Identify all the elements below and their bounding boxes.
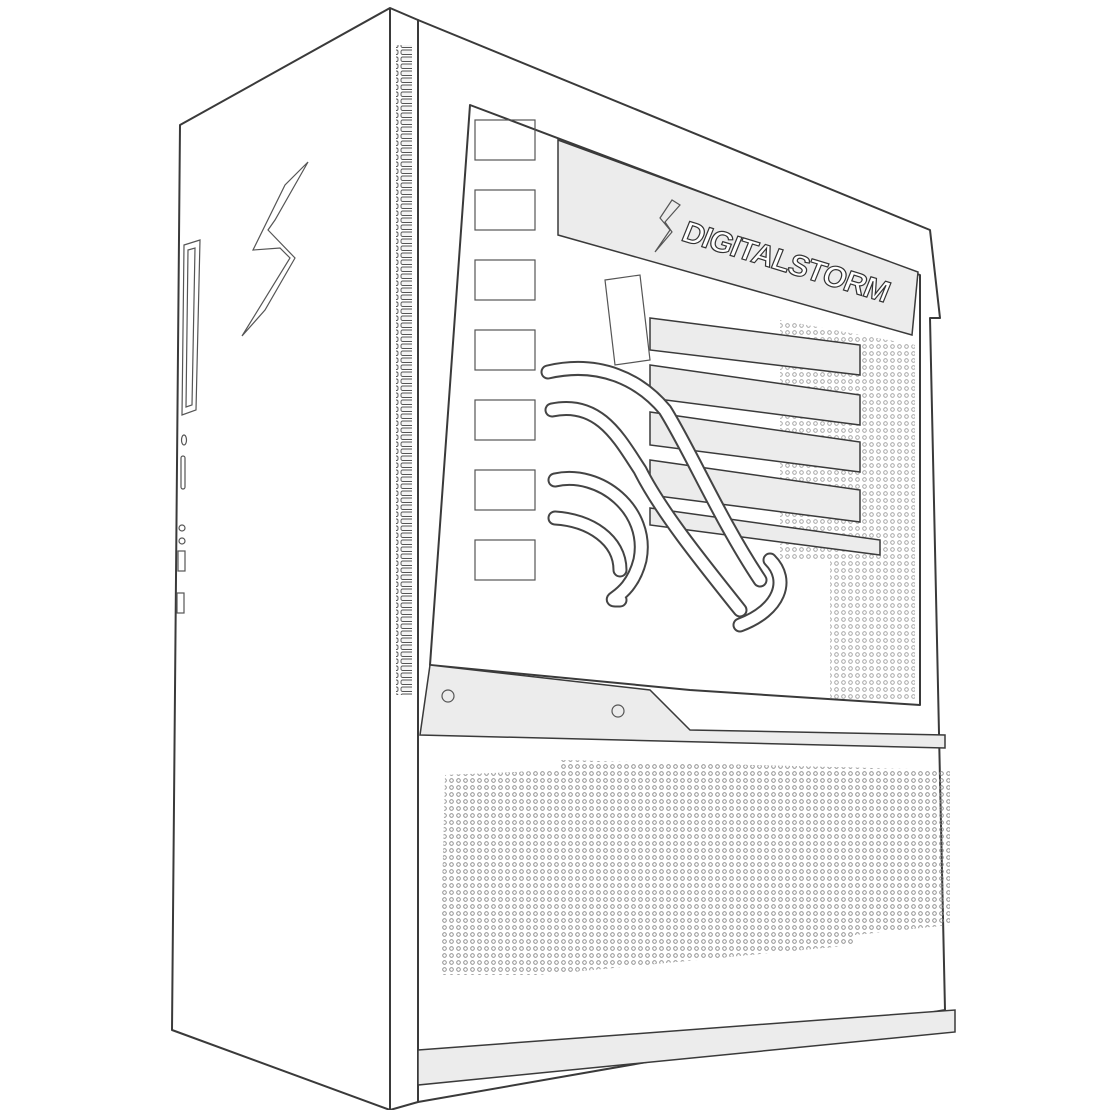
lightning-bolt-s-icon bbox=[241, 161, 309, 337]
screw-icon bbox=[441, 689, 455, 703]
front-vent-slots bbox=[396, 45, 412, 695]
bottom-mesh bbox=[440, 760, 950, 975]
mic-jack-icon[interactable] bbox=[178, 537, 186, 545]
optical-drive-slot[interactable] bbox=[181, 239, 201, 416]
pci-brackets bbox=[474, 119, 536, 581]
brand-panel bbox=[557, 138, 919, 336]
audio-jack-icon[interactable] bbox=[178, 524, 186, 532]
front-panel bbox=[171, 7, 419, 1110]
usb-port[interactable] bbox=[176, 592, 185, 614]
cable-bundle bbox=[604, 274, 651, 366]
sd-card-slot[interactable] bbox=[180, 455, 186, 490]
brand-logo-icon bbox=[654, 199, 681, 253]
screw-icon bbox=[611, 704, 625, 718]
base-rail bbox=[417, 1009, 956, 1086]
power-button-icon[interactable] bbox=[180, 434, 188, 446]
side-panel: DIGITALSTORM bbox=[417, 19, 956, 1103]
usb-port[interactable] bbox=[177, 550, 186, 572]
psu-shroud-top bbox=[419, 664, 946, 749]
